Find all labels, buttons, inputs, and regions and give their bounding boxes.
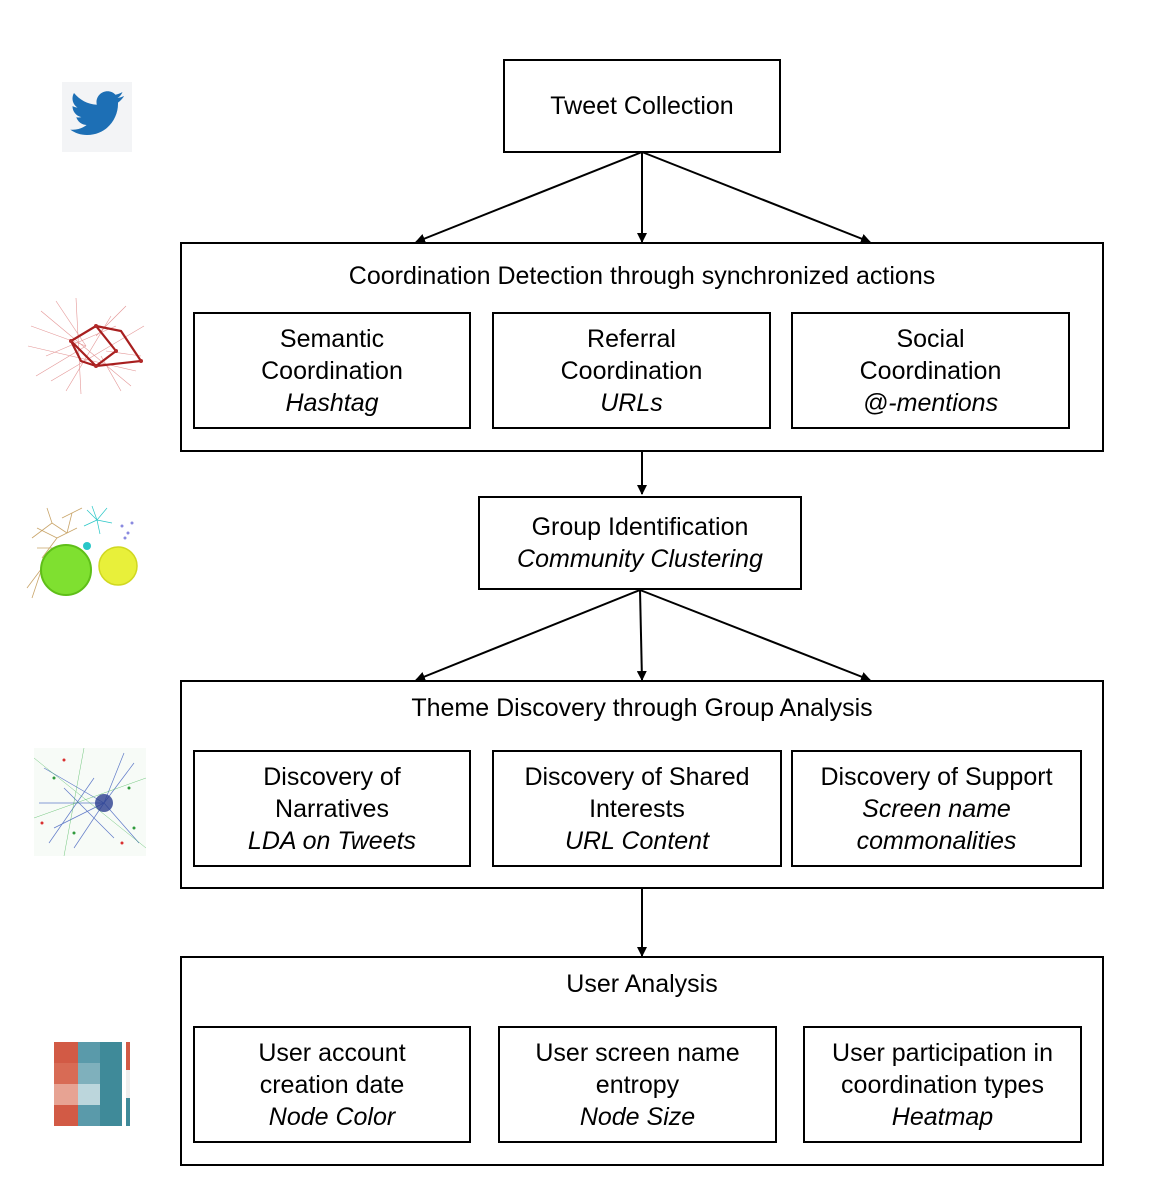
creation-date-line1: User account <box>258 1038 406 1067</box>
group-identification-label: Group Identification <box>531 513 749 541</box>
twitter-bird-icon <box>62 82 132 152</box>
arrow-collection-to-detection-right <box>641 151 871 244</box>
creation-date-sub: Node Color <box>268 1102 396 1131</box>
referral-coordination-line1: Referral <box>587 324 676 353</box>
shared-interests-box: Discovery of Shared Interests URL Conten… <box>492 750 782 867</box>
tweet-collection-label: Tweet Collection <box>550 92 734 120</box>
group-identification-box: Group Identification Community Clusterin… <box>478 496 802 590</box>
cluster-graph-icon <box>26 505 138 599</box>
network-graph-icon <box>27 297 145 395</box>
narratives-sub: LDA on Tweets <box>247 826 417 855</box>
screen-name-entropy-line1: User screen name <box>535 1038 740 1067</box>
referral-coordination-line2: Coordination <box>560 356 703 385</box>
shared-interests-line1: Discovery of Shared <box>524 762 750 791</box>
referral-coordination-sub: URLs <box>600 388 663 417</box>
arrow-group-to-theme-mid <box>636 589 647 681</box>
narratives-line2: Narratives <box>275 794 389 823</box>
support-sub2: commonalities <box>856 826 1017 855</box>
screen-name-entropy-sub: Node Size <box>579 1102 696 1131</box>
creation-date-box: User account creation date Node Color <box>193 1026 471 1143</box>
semantic-coordination-line2: Coordination <box>261 356 403 385</box>
social-coordination-box: Social Coordination @-mentions <box>791 312 1070 429</box>
narratives-box: Discovery of Narratives LDA on Tweets <box>193 750 471 867</box>
participation-line2: coordination types <box>841 1070 1044 1099</box>
heatmap-icon <box>54 1042 130 1126</box>
user-analysis-box: User Analysis User account creation date… <box>180 956 1104 1166</box>
creation-date-line2: creation date <box>259 1070 405 1099</box>
semantic-coordination-sub: Hashtag <box>285 388 379 417</box>
theme-discovery-box: Theme Discovery through Group Analysis D… <box>180 680 1104 889</box>
semantic-coordination-line1: Semantic <box>279 324 385 353</box>
group-identification-sub: Community Clustering <box>517 545 763 573</box>
social-coordination-line2: Coordination <box>859 356 1002 385</box>
shared-interests-sub: URL Content <box>564 826 710 855</box>
screen-name-entropy-box: User screen name entropy Node Size <box>498 1026 777 1143</box>
participation-box: User participation in coordination types… <box>803 1026 1082 1143</box>
participation-line1: User participation in <box>832 1038 1053 1067</box>
semantic-coordination-box: Semantic Coordination Hashtag <box>193 312 471 429</box>
theme-discovery-title: Theme Discovery through Group Analysis <box>411 694 873 722</box>
coordination-detection-box: Coordination Detection through synchroni… <box>180 242 1104 452</box>
tweet-collection-box: Tweet Collection <box>503 59 781 153</box>
social-coordination-sub: @-mentions <box>862 388 999 417</box>
arrow-group-to-theme-left <box>415 589 641 682</box>
support-line1: Discovery of Support <box>820 762 1053 791</box>
screen-name-entropy-line2: entropy <box>595 1070 680 1099</box>
social-coordination-line1: Social <box>896 324 965 353</box>
coordination-detection-title: Coordination Detection through synchroni… <box>348 262 936 290</box>
arrow-group-to-theme-right <box>639 589 871 682</box>
dense-network-icon <box>34 748 146 856</box>
participation-sub: Heatmap <box>891 1102 994 1131</box>
shared-interests-line2: Interests <box>589 794 685 823</box>
narratives-line1: Discovery of <box>263 762 401 791</box>
support-sub: Screen name <box>862 794 1011 823</box>
support-box: Discovery of Support Screen name commona… <box>791 750 1082 867</box>
referral-coordination-box: Referral Coordination URLs <box>492 312 771 429</box>
user-analysis-title: User Analysis <box>566 970 718 998</box>
arrow-collection-to-detection-left <box>415 151 643 244</box>
